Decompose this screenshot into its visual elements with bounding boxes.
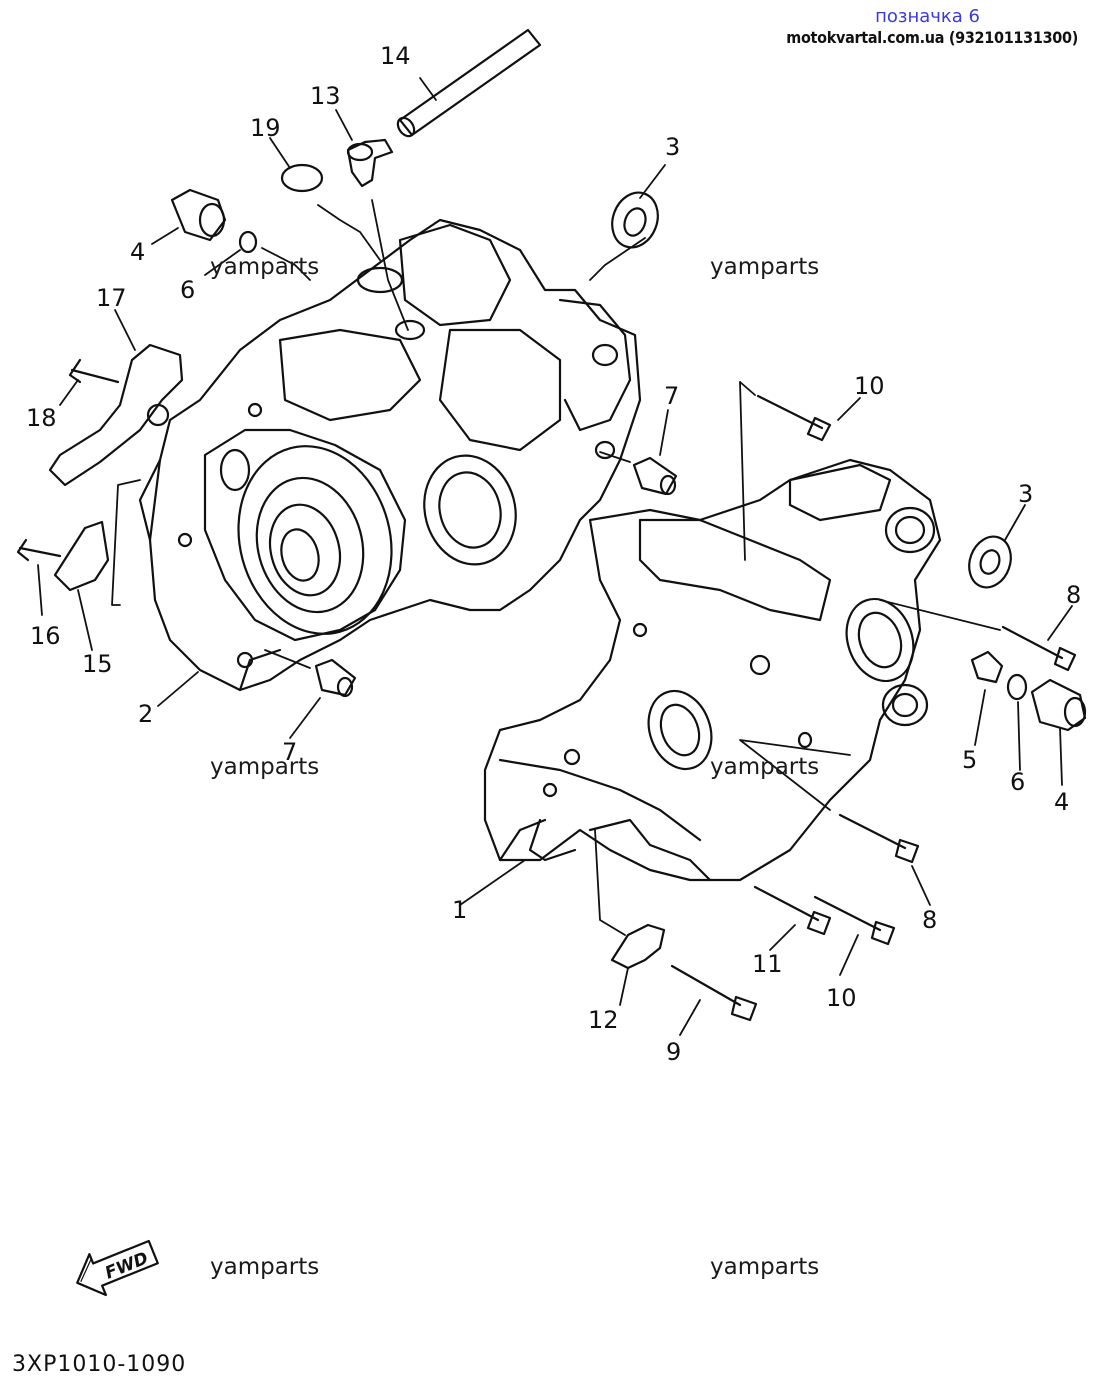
callout-7-upper: 7 [664,382,679,410]
right-crankcase[interactable] [483,458,942,882]
callout-10-lower: 10 [826,984,857,1012]
callout-8-right: 8 [1066,581,1081,609]
callout-labels: 14 13 19 3 4 6 17 18 16 15 2 7 7 10 3 8 … [26,42,1081,1066]
part-11-bolt[interactable] [753,885,832,936]
part-10-bolt-upper[interactable] [756,394,832,442]
callout-3-right: 3 [1018,480,1033,508]
callout-10-upper: 10 [854,372,885,400]
callout-11: 11 [752,950,783,978]
part-16-screw[interactable] [16,538,62,562]
callout-6-right: 6 [1010,768,1025,796]
leader-lines [37,77,1073,1036]
site-caption: motokvartal.com.ua (932101131300) [786,28,1078,47]
watermark-5: yamparts [210,1254,320,1280]
part-12-clamp[interactable] [610,923,666,970]
left-crankcase[interactable] [138,218,642,692]
watermark-2: yamparts [710,254,820,280]
watermark-3: yamparts [210,754,320,780]
callout-13: 13 [310,82,341,110]
diagram-code: 3XP1010-1090 [12,1352,187,1377]
part-6-o-ring-right[interactable] [1006,673,1028,701]
part-7-dowel-lower[interactable] [314,658,357,698]
callout-7-lower: 7 [282,738,297,766]
callout-14: 14 [380,42,411,70]
part-17-stopper-plate[interactable] [48,343,184,487]
part-10-bolt-lower[interactable] [813,895,896,946]
callout-17: 17 [96,284,127,312]
watermark-6: yamparts [710,1254,820,1280]
callout-4-right: 4 [1054,788,1069,816]
part-8-bolt-right[interactable] [1001,625,1077,672]
callout-4-left: 4 [130,238,145,266]
callout-8-lower: 8 [922,906,937,934]
callout-19: 19 [250,114,281,142]
callout-9: 9 [666,1038,681,1066]
fwd-arrow-icon: FWD [76,1239,159,1297]
callout-16: 16 [30,622,61,650]
part-9-bolt[interactable] [670,964,758,1022]
page-title: позначка 6 [875,6,980,27]
part-4-bearing-left[interactable] [170,188,227,242]
part-13-elbow[interactable] [346,138,394,188]
callout-3-upper: 3 [665,133,680,161]
callout-6-left: 6 [180,276,195,304]
callout-18: 18 [26,404,57,432]
watermark-1: yamparts [210,254,320,280]
callout-5: 5 [962,746,977,774]
part-3-oil-seal-upper[interactable] [605,186,665,254]
part-5-collar[interactable] [970,650,1004,684]
callout-2: 2 [138,700,153,728]
part-7-dowel-upper[interactable] [632,456,678,496]
part-6-o-ring-left[interactable] [238,230,258,254]
part-4-bearing-right[interactable] [1030,678,1087,732]
part-14-pipe[interactable] [395,28,542,139]
watermark-4: yamparts [710,754,820,780]
callout-1: 1 [452,896,467,924]
part-19-plug[interactable] [280,163,324,193]
fwd-label: FWD [102,1248,151,1283]
callout-12: 12 [588,1006,619,1034]
part-18-screw[interactable] [68,358,120,384]
part-3-oil-seal-right[interactable] [962,531,1017,594]
part-8-bolt-lower[interactable] [838,813,920,864]
part-15-bracket[interactable] [53,520,110,592]
callout-15: 15 [82,650,113,678]
